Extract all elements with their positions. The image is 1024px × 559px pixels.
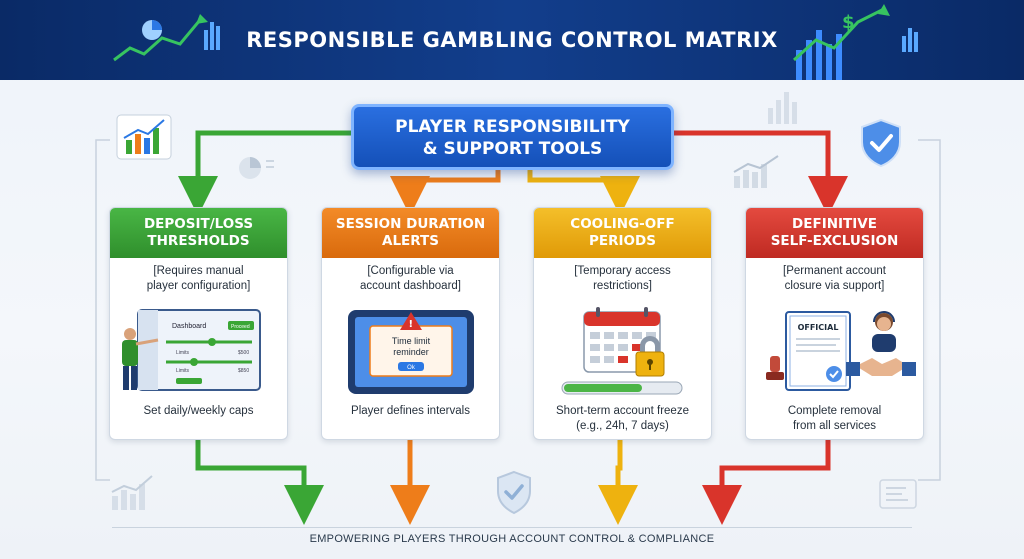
card-note-line2: restrictions] [593,280,652,292]
card-deposit-loss: DEPOSIT/LOSS THRESHOLDS [Requires manual… [109,207,288,440]
central-hub: PLAYER RESPONSIBILITY & SUPPORT TOOLS [351,104,674,170]
page-title: RESPONSIBLE GAMBLING CONTROL MATRIX [246,28,778,52]
card-self-exclusion: DEFINITIVE SELF-EXCLUSION [Permanent acc… [745,207,924,440]
card-footer: Short-term account freeze (e.g., 24h, 7 … [538,404,707,434]
small-bars-icon [768,92,797,124]
card-note-line1: [Permanent account [783,265,886,277]
svg-text:$: $ [842,12,855,33]
hub-title-line2: & SUPPORT TOOLS [422,139,603,159]
dashboard-button: Proceed [231,324,250,330]
chart-growth-icon-left [113,14,220,62]
card-note-line1: [Temporary access [574,265,671,277]
bar-chart-icon [116,114,172,160]
shield-check-icon [861,118,901,168]
card-footer-line2: from all services [792,420,877,432]
limits-label-2: Limits [176,368,190,374]
hub-title-line1: PLAYER RESPONSIBILITY [395,117,630,137]
trend-chart-icon-bottom [111,475,153,510]
card-title-line2: SELF-EXCLUSION [770,233,899,249]
card-footer-line1: Set daily/weekly caps [143,405,254,417]
card-footer-line1: Complete removal [787,405,882,417]
card-note-line2: closure via support] [784,280,885,292]
card-title-line2: ALERTS [382,233,439,249]
card-header: DEPOSIT/LOSS THRESHOLDS [110,208,287,258]
official-document-illustration: OFFICIAL [766,311,916,391]
card-header: COOLING-OFF PERIODS [534,208,711,258]
tablet-alert-illustration: ! Time limit reminder Ok [348,310,474,394]
card-title-line2: PERIODS [589,233,656,249]
card-session-duration: SESSION DURATION ALERTS [Configurable vi… [321,207,500,440]
svg-text:!: ! [409,319,414,330]
alert-text-line1: Time limit [392,336,431,346]
footer-tagline: EMPOWERING PLAYERS THROUGH ACCOUNT CONTR… [309,533,715,545]
alert-text-line2: reminder [393,347,429,357]
card-note-line2: account dashboard] [359,280,462,292]
dollar-growth-icon-right: $ [792,4,918,80]
document-heading: OFFICIAL [798,323,839,332]
card-title-line1: DEFINITIVE [792,216,877,232]
card-title-line1: COOLING-OFF [570,216,675,232]
shield-check-icon-bottom [497,470,531,515]
card-note: [Permanent account closure via support] [746,264,923,294]
card-footer: Player defines intervals [326,404,495,419]
card-header: DEFINITIVE SELF-EXCLUSION [746,208,923,258]
card-note: [Requires manual player configuration] [110,264,287,294]
card-title-line2: THRESHOLDS [147,233,250,249]
card-note-line1: [Requires manual [153,265,244,277]
growth-chart-icon [733,155,779,188]
dashboard-title: Dashboard [172,323,206,330]
card-footer: Set daily/weekly caps [114,404,283,419]
card-title-line1: SESSION DURATION [335,216,486,232]
card-note: [Configurable via account dashboard] [322,264,499,294]
card-header: SESSION DURATION ALERTS [322,208,499,258]
limits-value-2: $850 [238,368,249,374]
card-footer-line1: Player defines intervals [351,405,470,417]
limits-value-1: $500 [238,350,249,356]
card-note-line1: [Configurable via [367,265,454,277]
footer-divider [112,527,912,528]
header-banner: RESPONSIBLE GAMBLING CONTROL MATRIX $ [0,0,1024,80]
limits-label-1: Limits [176,350,190,356]
pie-chart-icon [239,157,274,179]
alert-ok-button: Ok [407,365,416,371]
card-footer: Complete removal from all services [750,404,919,434]
checklist-icon-bottom [879,479,917,509]
card-note-line2: player configuration] [146,280,251,292]
card-footer-line2: (e.g., 24h, 7 days) [576,420,669,432]
card-note: [Temporary access restrictions] [534,264,711,294]
dashboard-illustration: Dashboard Proceed Limits $500 Limits $85… [122,309,261,391]
card-title-line1: DEPOSIT/LOSS [143,216,254,232]
card-footer-line1: Short-term account freeze [556,405,689,417]
card-cooling-off: COOLING-OFF PERIODS [Temporary access re… [533,207,712,440]
calendar-lock-illustration [561,307,683,395]
